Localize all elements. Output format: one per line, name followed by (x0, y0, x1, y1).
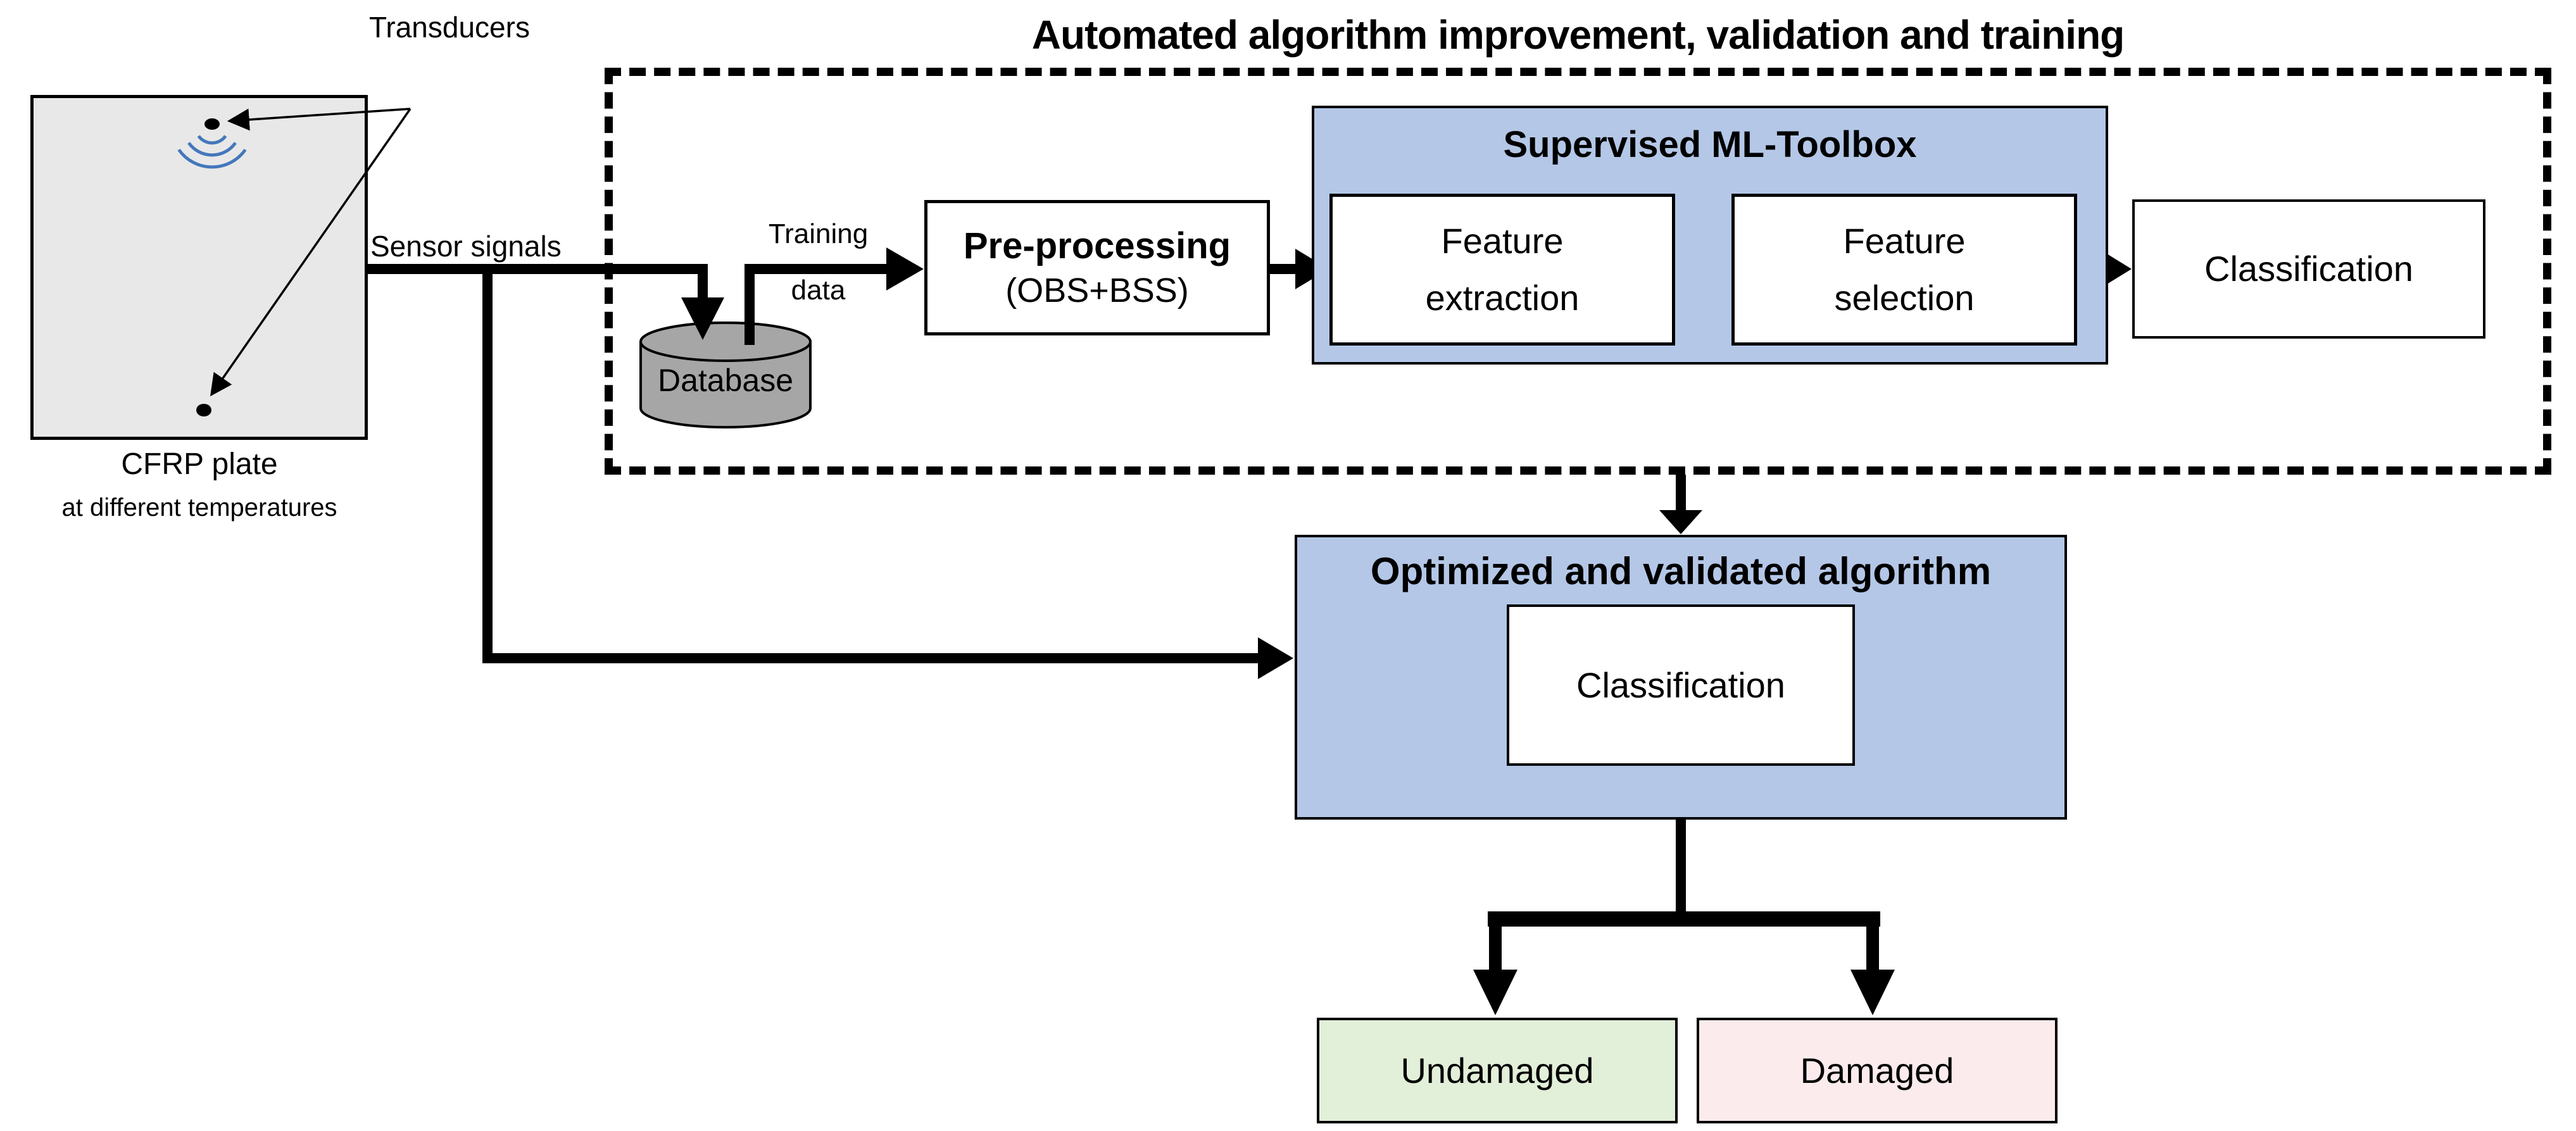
arrowhead-into-damaged (1850, 970, 1895, 1015)
diagram-title: Automated algorithm improvement, validat… (1031, 12, 2125, 58)
optimized-classification-label: Classification (1576, 665, 1785, 705)
feature-selection-label-line1: Feature (1843, 221, 1966, 261)
classification-label: Classification (2204, 249, 2413, 289)
training-data-label-line2: data (791, 275, 846, 306)
training-data-label-line1: Training (768, 218, 869, 249)
optimized-classification-box: Classification (1507, 604, 1855, 766)
undamaged-label: Undamaged (1400, 1051, 1594, 1090)
undamaged-box: Undamaged (1317, 1018, 1678, 1123)
preprocessing-box: Pre-processing (OBS+BSS) (924, 200, 1270, 335)
feature-extraction-box: Feature extraction (1329, 194, 1675, 346)
cfrp-plate (30, 95, 368, 440)
optimized-algorithm-title: Optimized and validated algorithm (1370, 550, 1992, 592)
arrowhead-into-optimized (1258, 637, 1293, 679)
feature-selection-label-line2: selection (1834, 278, 1975, 318)
preprocessing-sublabel: (OBS+BSS) (1005, 271, 1189, 309)
transducers-label: Transducers (369, 11, 530, 44)
supervised-ml-toolbox-title: Supervised ML-Toolbox (1503, 124, 1917, 165)
arrowhead-into-undamaged (1473, 970, 1517, 1015)
cfrp-plate-caption-sub: at different temperatures (61, 494, 337, 522)
sensor-signals-label: Sensor signals (370, 230, 562, 263)
arrowhead-into-optimized-top (1659, 510, 1702, 534)
preprocessing-label: Pre-processing (963, 225, 1231, 266)
feature-selection-box: Feature selection (1731, 194, 2077, 346)
classification-box: Classification (2132, 199, 2485, 339)
damaged-label: Damaged (1800, 1051, 1954, 1090)
database-label: Database (657, 363, 794, 398)
feature-extraction-label-line1: Feature (1441, 221, 1564, 261)
damaged-box: Damaged (1697, 1018, 2058, 1123)
cfrp-plate-caption: CFRP plate (121, 447, 278, 481)
feature-extraction-label-line2: extraction (1425, 278, 1580, 318)
